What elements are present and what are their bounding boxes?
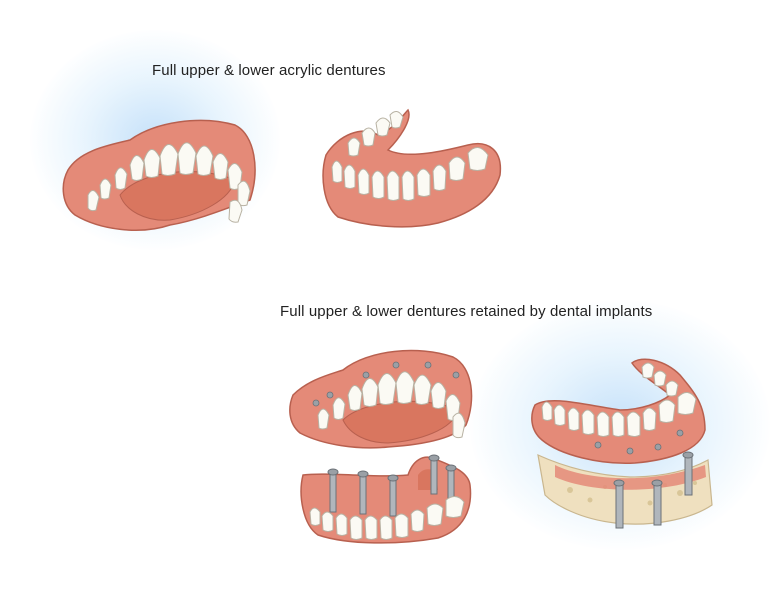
upper-implant-denture bbox=[289, 349, 473, 449]
upper-acrylic-denture bbox=[62, 119, 256, 231]
caption-implant-dentures: Full upper & lower dentures retained by … bbox=[280, 303, 653, 320]
lower-implant-denture-with-jaw bbox=[531, 358, 713, 529]
caption-acrylic-dentures: Full upper & lower acrylic dentures bbox=[152, 62, 386, 79]
lower-implant-bar-denture bbox=[300, 454, 472, 544]
lower-acrylic-denture bbox=[322, 108, 502, 228]
